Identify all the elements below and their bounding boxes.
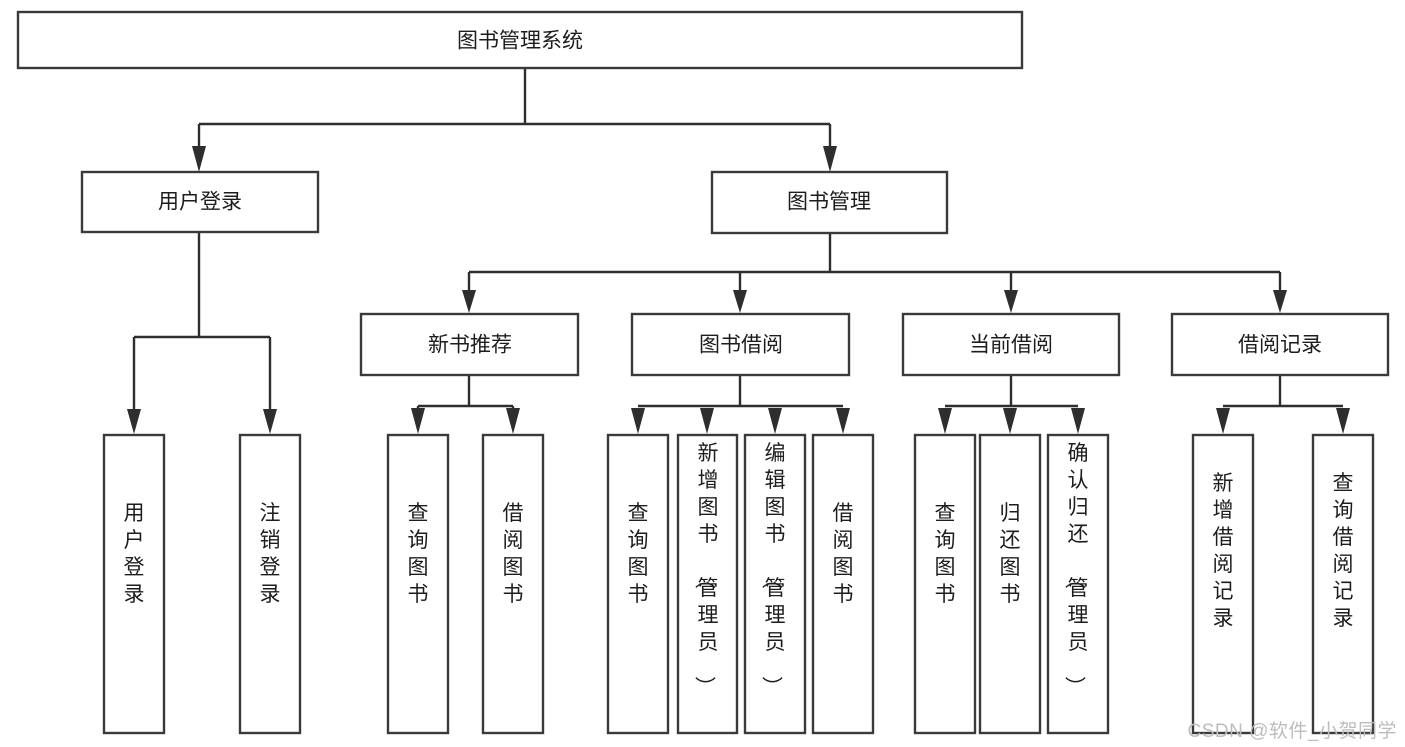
node-leaf-12-box[interactable] <box>1191 433 1255 735</box>
node-leaf-6-box[interactable] <box>676 433 739 735</box>
node-current-borrow-box[interactable] <box>901 312 1121 377</box>
arrow-head-leaf-6 <box>700 408 714 434</box>
node-root[interactable]: 图书管理系统 <box>16 10 1024 70</box>
node-new-book-rec-label: 新书推荐 <box>428 334 512 357</box>
node-leaf-13-box[interactable] <box>1311 433 1375 735</box>
node-book-borrow[interactable]: 图书借阅 <box>630 312 851 377</box>
arrow-head-user-login <box>192 146 206 172</box>
node-leaf-5-label: 查询图书 <box>628 502 649 606</box>
node-leaf-1-box[interactable] <box>102 433 166 735</box>
arrow-head-book-manage <box>823 146 837 172</box>
node-leaf-8-box[interactable] <box>811 433 875 735</box>
node-leaf-10[interactable]: 归还图书 <box>978 433 1042 735</box>
node-leaf-8[interactable]: 借阅图书 <box>811 433 875 735</box>
node-leaf-3-label: 查询图书 <box>408 502 429 606</box>
node-new-book-rec-box[interactable] <box>359 312 580 377</box>
node-root-label: 图书管理系统 <box>457 30 583 53</box>
node-leaf-12[interactable]: 新增借阅记录 <box>1191 433 1255 735</box>
arrow-head-leaf-2 <box>263 409 277 434</box>
node-book-manage-box[interactable] <box>710 170 949 235</box>
node-leaf-4-box[interactable] <box>481 433 545 735</box>
node-leaf-6-label: 新增图书（管理员） <box>693 442 719 697</box>
node-borrow-record-box[interactable] <box>1170 312 1390 377</box>
node-root-box[interactable] <box>16 10 1024 70</box>
arrow-head-new-book-rec <box>462 290 476 313</box>
node-leaf-7-label: 编辑图书（管理员） <box>760 442 786 697</box>
node-leaf-13-label: 查询借阅记录 <box>1333 472 1354 630</box>
node-leaf-6[interactable]: 新增图书（管理员） <box>676 433 739 735</box>
node-leaf-9-label: 查询图书 <box>935 502 956 606</box>
arrow-head-leaf-3 <box>411 408 425 434</box>
arrow-head-leaf-7 <box>768 408 782 434</box>
node-user-login-box[interactable] <box>80 170 320 234</box>
arrow-head-leaf-8 <box>836 408 850 434</box>
node-borrow-record[interactable]: 借阅记录 <box>1170 312 1390 377</box>
arrow-head-borrow-record <box>1273 290 1287 313</box>
watermark: CSDN @软件_小贺同学 <box>1187 721 1397 742</box>
arrow-head-leaf-5 <box>631 408 645 434</box>
arrow-head-leaf-12 <box>1216 408 1230 434</box>
node-leaf-11-box[interactable] <box>1046 433 1110 735</box>
arrow-head-leaf-4 <box>506 408 520 434</box>
node-user-login-label: 用户登录 <box>158 191 242 214</box>
node-leaf-5[interactable]: 查询图书 <box>606 433 670 735</box>
node-leaf-2[interactable]: 注销登录 <box>238 433 302 735</box>
arrow-head-current-borrow <box>1004 290 1018 313</box>
node-leaf-2-box[interactable] <box>238 433 302 735</box>
node-current-borrow[interactable]: 当前借阅 <box>901 312 1121 377</box>
node-new-book-rec[interactable]: 新书推荐 <box>359 312 580 377</box>
node-book-borrow-label: 图书借阅 <box>699 334 783 357</box>
arrow-head-leaf-11 <box>1071 408 1085 434</box>
node-leaf-9-box[interactable] <box>913 433 977 735</box>
node-leaf-12-label: 新增借阅记录 <box>1213 472 1234 630</box>
arrow-head-book-borrow <box>733 290 747 313</box>
node-leaf-2-label: 注销登录 <box>260 502 281 606</box>
node-leaf-8-label: 借阅图书 <box>833 502 854 606</box>
node-leaf-11[interactable]: 确认归还（管理员） <box>1046 433 1110 735</box>
node-leaf-13[interactable]: 查询借阅记录 <box>1311 433 1375 735</box>
node-user-login[interactable]: 用户登录 <box>80 170 320 234</box>
node-leaf-4[interactable]: 借阅图书 <box>481 433 545 735</box>
node-book-borrow-box[interactable] <box>630 312 851 377</box>
node-leaf-5-box[interactable] <box>606 433 670 735</box>
node-current-borrow-label: 当前借阅 <box>969 334 1053 357</box>
node-leaf-3-box[interactable] <box>386 433 450 735</box>
arrow-head-leaf-10 <box>1003 408 1017 434</box>
node-leaf-9[interactable]: 查询图书 <box>913 433 977 735</box>
node-leaf-7[interactable]: 编辑图书（管理员） <box>743 433 807 735</box>
node-leaf-3[interactable]: 查询图书 <box>386 433 450 735</box>
node-leaf-11-label: 确认归还（管理员） <box>1063 442 1089 697</box>
arrow-head-leaf-9 <box>938 408 952 434</box>
node-leaf-10-box[interactable] <box>978 433 1042 735</box>
node-book-manage-label: 图书管理 <box>787 191 871 214</box>
node-leaf-7-box[interactable] <box>743 433 807 735</box>
node-leaf-10-label: 归还图书 <box>1000 502 1021 606</box>
node-leaf-1-label: 用户登录 <box>124 502 145 606</box>
node-leaf-4-label: 借阅图书 <box>503 502 524 606</box>
arrow-head-leaf-13 <box>1336 408 1350 434</box>
node-book-manage[interactable]: 图书管理 <box>710 170 949 235</box>
node-borrow-record-label: 借阅记录 <box>1238 334 1322 357</box>
connector-layer <box>127 68 1350 434</box>
node-leaf-1[interactable]: 用户登录 <box>102 433 166 735</box>
arrow-head-leaf-1 <box>127 409 141 434</box>
